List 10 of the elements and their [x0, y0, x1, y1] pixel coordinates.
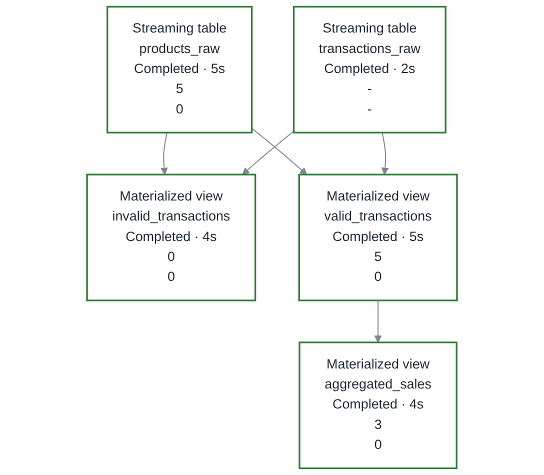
node-box: Materialized view aggregated_sales Completed · 4s 3 0 — [298, 342, 458, 470]
arrow — [242, 130, 294, 175]
node-box: Streaming table products_raw Completed · 5s 5 0 — [106, 6, 253, 134]
node-box: Materialized view valid_transactions Completed · 5s 5 0 — [298, 174, 458, 302]
arrow — [374, 300, 382, 343]
node-box: Materialized view invalid_transactions Completed · 4s 0 0 — [86, 174, 256, 302]
node-box: Streaming table transactions_raw Completed · 2s - - — [292, 6, 446, 134]
arrow — [251, 128, 308, 175]
arrow — [381, 132, 389, 175]
arrow — [160, 132, 168, 175]
